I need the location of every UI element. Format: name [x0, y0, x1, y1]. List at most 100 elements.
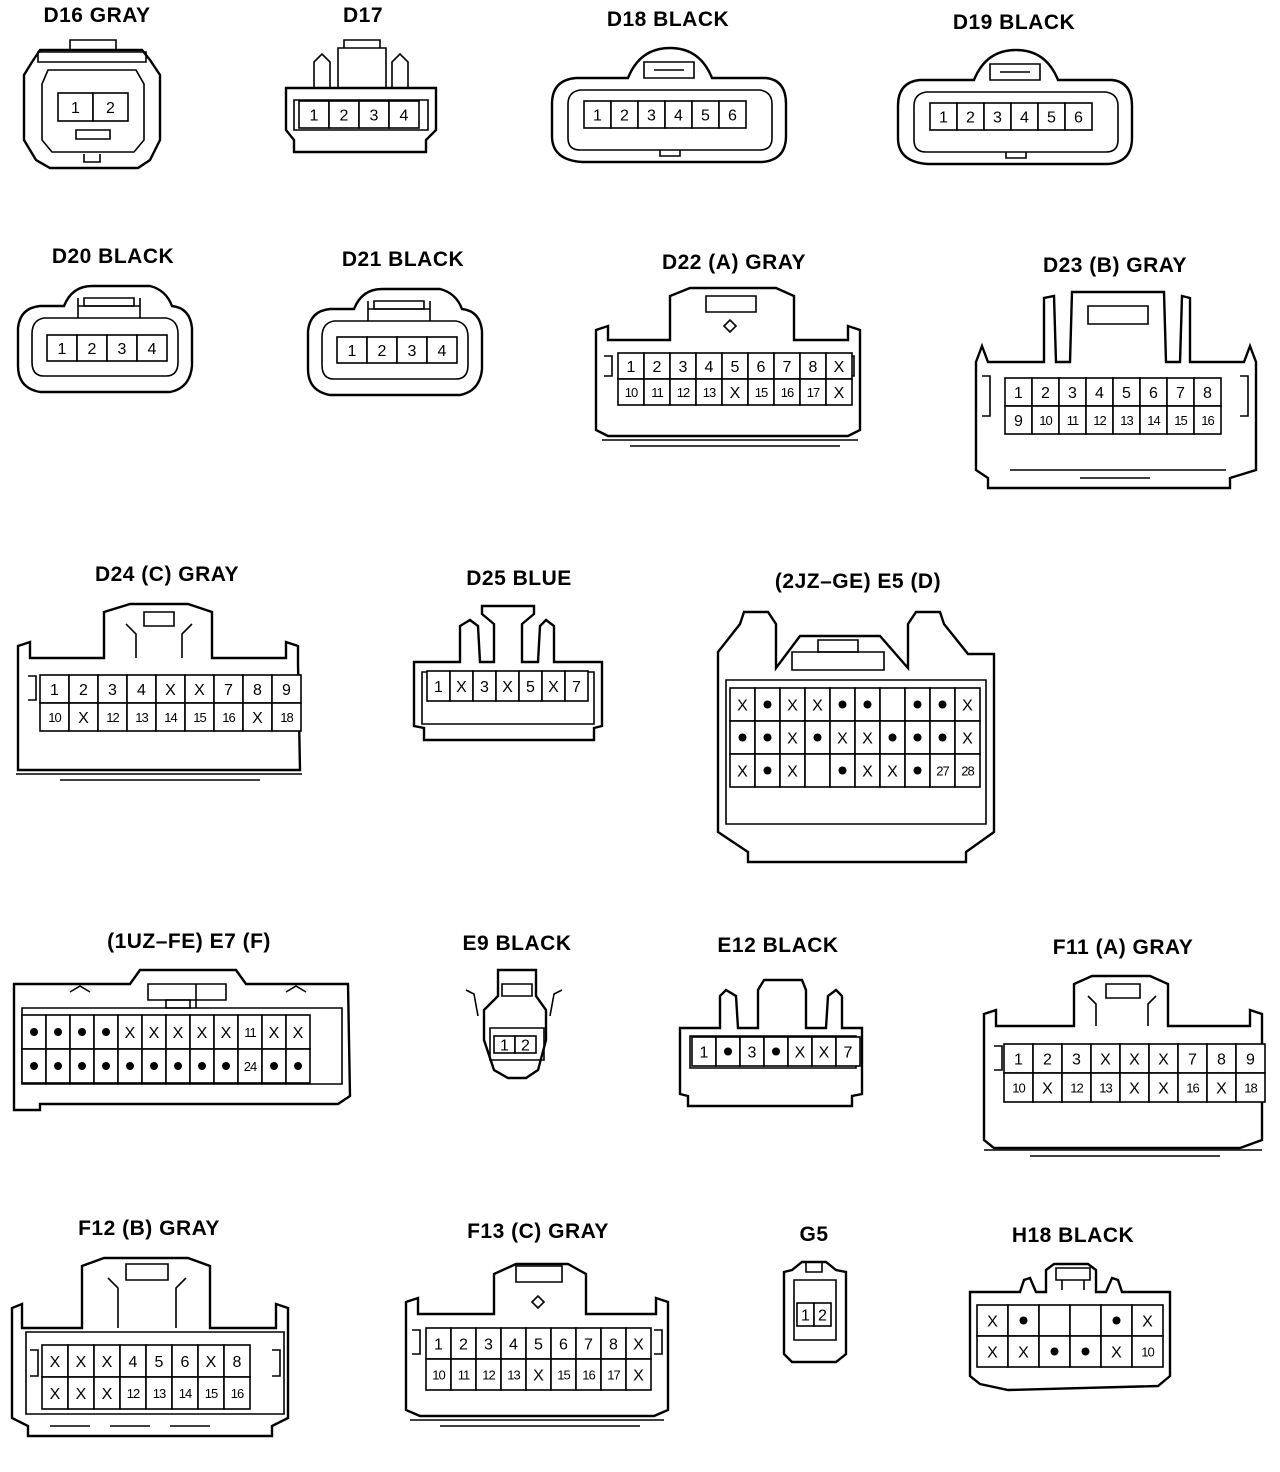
- pin-cell: [388, 100, 420, 129]
- connector-label: D16 GRAY: [43, 4, 150, 27]
- pin-unused: X: [987, 1345, 998, 1362]
- pin-number: 6: [181, 1354, 190, 1371]
- housing-detail: [913, 91, 1119, 153]
- pin-dot: [738, 733, 747, 742]
- pin-cell: [41, 1344, 69, 1378]
- pin-cell: [637, 100, 666, 129]
- pin-cell: [956, 102, 985, 131]
- pin-cell: [1003, 1072, 1034, 1103]
- pin-number: 1: [1014, 1052, 1023, 1069]
- pin-unused: X: [50, 1386, 61, 1403]
- pin-number: 10: [625, 385, 638, 400]
- pin-cell: [954, 687, 981, 722]
- pin-cell: [1119, 1072, 1150, 1103]
- pin-number: 15: [557, 1368, 570, 1383]
- pin-dot: [126, 1062, 134, 1070]
- pin-cell: [426, 336, 458, 364]
- pin-number: 9: [1246, 1052, 1255, 1069]
- pin-unused: X: [862, 731, 873, 748]
- pin-number: 8: [1217, 1052, 1226, 1069]
- pin-unused: X: [1018, 1345, 1029, 1362]
- pin-cell: [564, 670, 589, 702]
- pin-dot: [54, 1062, 62, 1070]
- pin-number: 3: [118, 341, 127, 358]
- pin-number: 16: [222, 710, 235, 725]
- pin-cell: [1004, 405, 1033, 435]
- pin-number: 3: [993, 110, 1002, 127]
- pin-number: 8: [609, 1337, 618, 1354]
- connector-housing: [968, 1262, 1172, 1392]
- pin-number: 6: [728, 108, 737, 125]
- pin-cell: [126, 674, 157, 704]
- pin-number: 6: [559, 1337, 568, 1354]
- pin-number: 6: [1074, 110, 1083, 127]
- pin-number: 12: [106, 710, 119, 725]
- pin-unused: X: [787, 764, 798, 781]
- pin-cell: [983, 102, 1012, 131]
- pin-cell: [237, 1014, 263, 1050]
- pin-unused: X: [502, 679, 513, 696]
- pin-number: 1: [801, 1308, 810, 1325]
- pin-cell: [223, 1344, 251, 1378]
- pin-number: 15: [193, 710, 206, 725]
- housing-detail: [659, 150, 681, 157]
- pin-number: 17: [807, 385, 820, 400]
- pin-cell: [1177, 1072, 1208, 1103]
- pin-number: 1: [627, 359, 636, 376]
- housing-detail: [989, 63, 1041, 81]
- pin-number: 12: [1093, 413, 1106, 428]
- pin-cell: [976, 1304, 1009, 1337]
- pin-cell: [68, 674, 99, 704]
- housing-detail: [793, 1279, 837, 1341]
- pin-number: 12: [482, 1368, 495, 1383]
- pin-number: 4: [438, 343, 447, 360]
- pin-cell: [1061, 1043, 1092, 1074]
- housing-detail: [465, 989, 563, 1017]
- pin-number: 13: [507, 1368, 520, 1383]
- pin-cell: [1061, 1072, 1092, 1103]
- pin-number: 2: [340, 108, 349, 125]
- pin-cell: [1131, 1304, 1164, 1337]
- pin-unused: X: [456, 679, 467, 696]
- pin-cell: [39, 702, 70, 732]
- pin-number: 5: [526, 679, 535, 696]
- pin-cell: [879, 753, 906, 788]
- pin-number: 2: [88, 341, 97, 358]
- pin-number: 11: [458, 1368, 470, 1383]
- pin-number: 2: [79, 682, 88, 699]
- pin-number: 5: [1047, 110, 1056, 127]
- pin-number: 2: [1041, 385, 1050, 402]
- housing-detail: [567, 89, 773, 151]
- pin-cell: [813, 1302, 832, 1327]
- pin-unused: X: [834, 359, 845, 376]
- housing-detail: [984, 1149, 1262, 1157]
- pin-unused: X: [1129, 1081, 1140, 1098]
- pin-cell: [1038, 1304, 1071, 1337]
- connector-label: D18 BLACK: [607, 8, 729, 31]
- pin-dot: [838, 766, 847, 775]
- pin-number: 2: [521, 1038, 530, 1055]
- pin-dot: [863, 700, 872, 709]
- pin-unused: X: [837, 731, 848, 748]
- pin-cell: [525, 1358, 552, 1391]
- connector-label: (1UZ–FE) E7 (F): [107, 930, 271, 953]
- pin-dot: [763, 766, 772, 775]
- pin-unused: X: [1100, 1052, 1111, 1069]
- pin-number: 1: [348, 343, 357, 360]
- pin-number: 10: [48, 710, 61, 725]
- housing-detail: [337, 47, 387, 88]
- pin-number: 8: [809, 359, 818, 376]
- pin-number: 1: [593, 108, 602, 125]
- housing-detail: [1105, 983, 1141, 999]
- connector-label: D23 (B) GRAY: [1043, 254, 1187, 277]
- pin-number: 13: [1120, 413, 1133, 428]
- pin-number: 8: [1203, 385, 1212, 402]
- pin-cell: [825, 352, 853, 380]
- housing-detail: [165, 984, 197, 1009]
- connector-label: D21 BLACK: [342, 248, 464, 271]
